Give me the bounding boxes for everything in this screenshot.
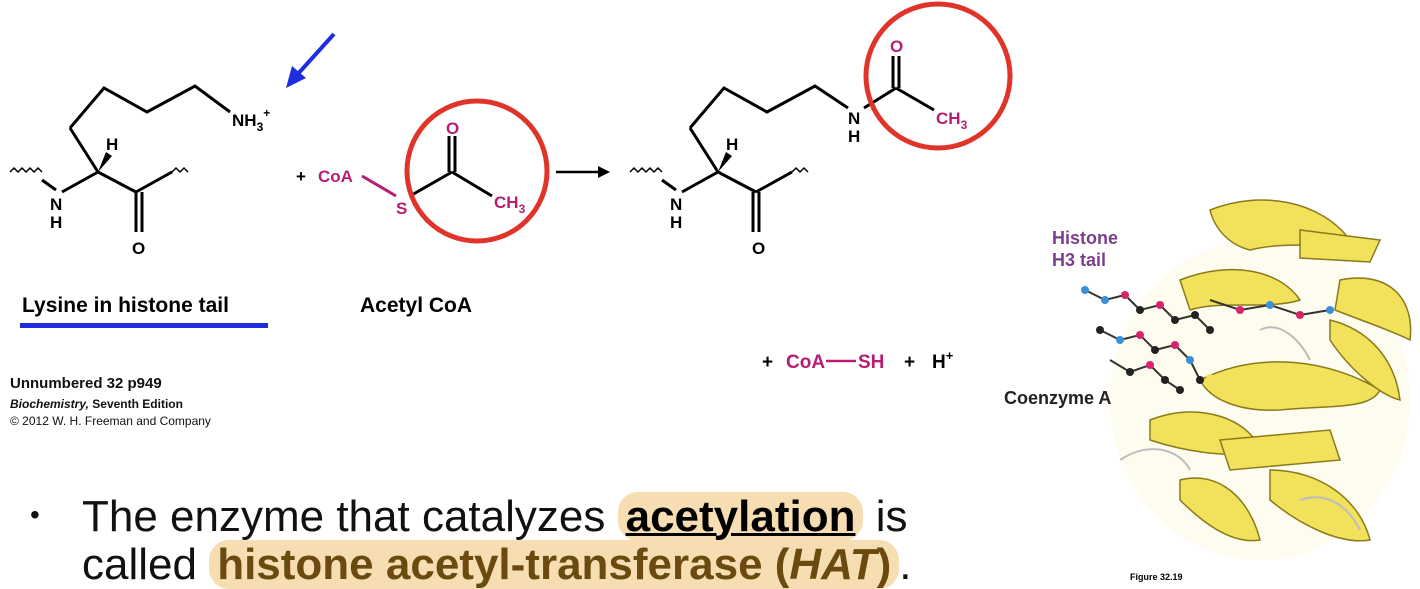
credit-book-title: Biochemistry, [10,397,89,411]
acetyl-coa-label: Acetyl CoA [360,294,472,317]
product-stereo-wedge [718,152,732,172]
sulfur-label: S [396,199,407,218]
plus-sign: + [296,167,306,186]
byproduct-h: H+ [932,348,954,373]
backbone-n-label: N [50,195,62,214]
coa-label: CoA [318,167,353,186]
bullet-icon: • [30,499,40,531]
term-acetylation: acetylation [617,492,864,541]
byproduct-sh: SH [858,352,884,373]
arrow-icon [286,32,336,88]
bullet-line-1: • The enzyme that catalyzes acetylation i… [30,492,911,542]
acetyl-o-label: O [446,119,459,138]
byproducts: + CoA SH + H+ [762,348,954,373]
figure-number: Figure 32.19 [1130,572,1183,582]
nh3-label: NH3+ [232,106,270,134]
bullet-text: • The enzyme that catalyzes acetylation i… [30,492,912,589]
credit-line-1: Unnumbered 32 p949 [10,375,162,392]
byproduct-plus-2: + [904,352,915,373]
product-amide-h: H [848,127,860,146]
product-backbone-n: N [670,195,682,214]
reaction-arrow-icon [556,166,610,178]
product-o-label: O [890,37,903,56]
carbonyl-o-label: O [132,239,145,258]
backbone-h-label: H [50,213,62,232]
acetyl-highlight-circle [404,98,550,244]
product-amide-n: N [848,109,860,128]
bullet-text-3: called [82,540,197,589]
histone-label-line2: H3 tail [1052,250,1106,270]
credit-line-2: Biochemistry, Seventh Edition [10,397,183,411]
credit-line-3: © 2012 W. H. Freeman and Company [10,414,211,428]
byproduct-coa: CoA [786,352,825,373]
term-hat: histone acetyl-transferase (HAT) [209,540,900,589]
histone-label-line1: Histone [1052,228,1118,248]
acetyl-coa-bonds [361,174,397,198]
bullet-period: . [899,540,912,589]
bullet-line-2: called histone acetyl-transferase (HAT). [30,540,912,589]
acetyl-group-bonds [409,136,493,198]
hat-protein-structure-image: Histone H3 tail Coenzyme A [1004,199,1412,560]
product-backbone-h: H [670,213,682,232]
bullet-text-2: is [875,492,908,541]
coenzyme-a-molecule [1081,286,1334,394]
lysine-structure [9,84,231,232]
h-alpha-label: H [106,135,118,154]
coenzyme-label: Coenzyme A [1004,388,1111,408]
product-highlight-circle [863,1,1013,151]
lysine-underline [20,323,268,328]
ch3-label: CH3 [494,193,526,216]
credit-edition: Seventh Edition [92,397,183,411]
product-structure [629,56,935,232]
product-carbonyl-o: O [752,239,765,258]
stereo-wedge [98,152,112,172]
product-h-alpha: H [726,135,738,154]
byproduct-plus-1: + [762,352,773,373]
product-ch3-label: CH3 [936,109,968,132]
lysine-label: Lysine in histone tail [22,294,229,317]
bullet-text-1: The enzyme that catalyzes [82,492,606,541]
